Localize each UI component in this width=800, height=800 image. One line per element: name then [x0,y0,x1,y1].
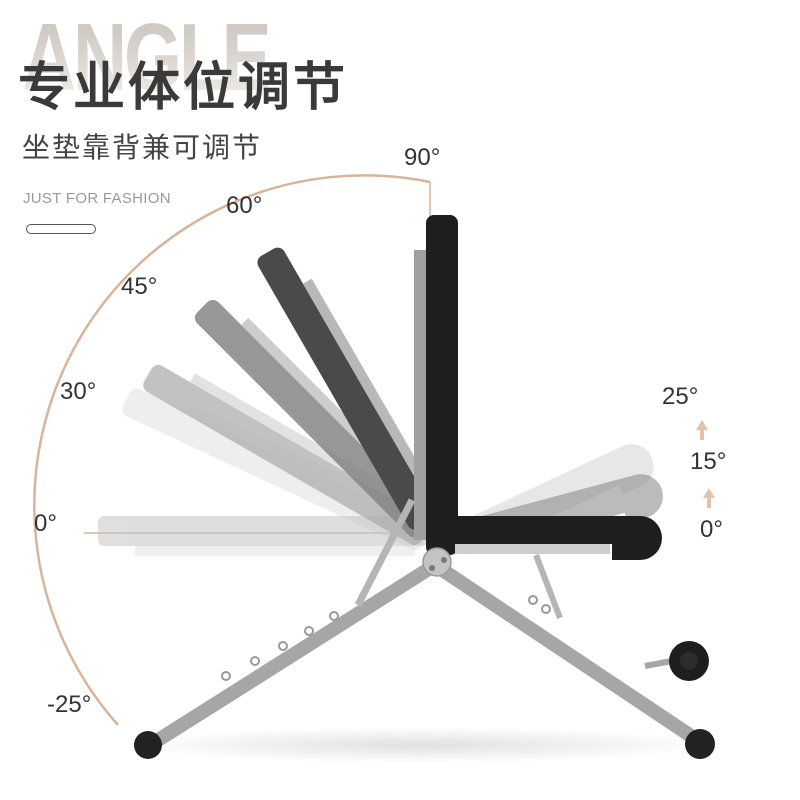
arrow-up-icon [696,420,708,440]
angle-watermark: ANGLE [22,4,272,111]
backrest-90 [414,215,458,555]
angle-label-minus25: -25° [47,691,92,718]
angle-label-60: 60° [226,192,263,219]
backrest-60 [257,247,437,530]
tagline: JUST FOR FASHION [23,190,171,207]
angle-arc [33,174,431,726]
rear-foot-cap [685,729,715,759]
arrow-up-icon [703,488,715,508]
bench-frame [148,498,707,749]
seat-angle-label-25: 25° [662,383,699,410]
page-title: 专业体位调节 [18,58,349,118]
floor-shadow [120,727,720,763]
front-foot-cap [134,731,162,759]
backrest-0 [98,516,428,556]
seat-angle-label-15: 15° [690,448,727,475]
angle-label-45: 45° [121,273,158,300]
seat-angle-label-0: 0° [700,516,723,543]
angle-label-30: 30° [60,378,97,405]
angle-label-0: 0° [34,510,57,537]
angle-label-90: 90° [404,144,441,171]
seat-0 [455,516,662,560]
decorative-pill [26,224,96,234]
page-subtitle: 坐垫靠背兼可调节 [22,131,263,164]
